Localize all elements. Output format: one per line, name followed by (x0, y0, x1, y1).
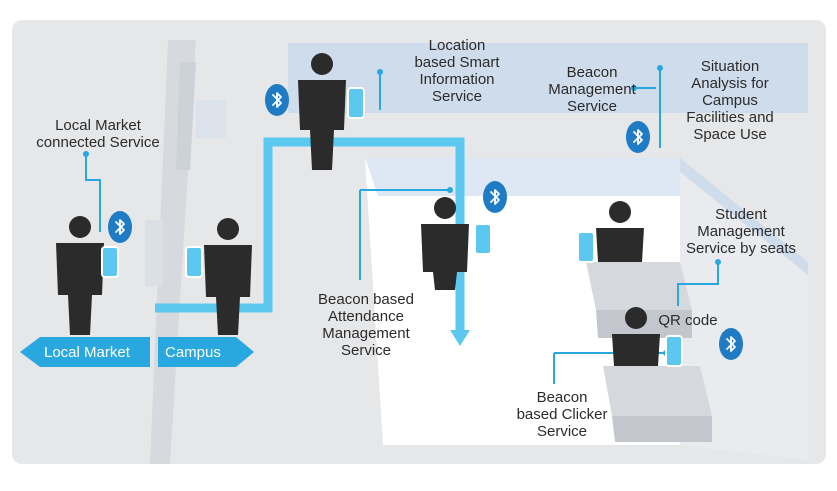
desk-front (603, 366, 712, 416)
local-market-arrow-label: Local Market (44, 344, 130, 361)
label-line: Student (715, 206, 767, 223)
label-line: Beacon (566, 64, 618, 81)
path-arrowhead (450, 330, 470, 346)
campus-arrow (158, 337, 254, 367)
label-line: Service (536, 423, 588, 440)
person-icon-local-market (56, 216, 119, 335)
person-icon-classroom-entry (421, 197, 492, 290)
person-icon-campus (185, 218, 252, 335)
label-line: Service (431, 88, 483, 105)
qr-code-label: QR code (658, 312, 718, 329)
person-icon-back-seat (577, 201, 644, 263)
label-line: Attendance (328, 308, 404, 325)
label-line: Beacon based (318, 291, 414, 308)
label-line: Management (322, 325, 410, 342)
campus-arrow-label: Campus (165, 344, 221, 361)
local-market-arrow (20, 337, 150, 367)
label-line: based Clicker (516, 406, 608, 423)
bluetooth-beacon-icon (719, 328, 743, 360)
local-market-service-label: Local Market connected Service (28, 117, 168, 151)
person-icon-corridor (298, 53, 365, 170)
attendance-service-label: Beacon based Attendance Management Servi… (304, 291, 428, 359)
clicker-service-label: Beacon based Clicker Service (506, 389, 618, 440)
student-management-service-label: Student Management Service by seats (676, 206, 806, 257)
label-line: Service (566, 98, 618, 115)
classroom-side-wall (680, 158, 808, 460)
classroom-back-wall (365, 158, 680, 196)
beacon-management-service-label: Beacon Management Service (540, 64, 644, 115)
label-line: Campus (702, 92, 758, 109)
situation-analysis-label: Situation Analysis for Campus Facilities… (664, 58, 796, 143)
bluetooth-beacon-icon (265, 84, 289, 116)
bluetooth-beacon-icon (483, 181, 507, 213)
label-line: Management (697, 223, 785, 240)
label-line: Service by seats (685, 240, 797, 257)
label-line: based Smart (414, 54, 500, 71)
label-line: Analysis for (691, 75, 769, 92)
label-line: Service (340, 342, 392, 359)
person-icon-front-seat (612, 307, 683, 367)
label-line: Information (419, 71, 495, 88)
label-line: Location (428, 37, 486, 54)
label-line: Local Market (55, 117, 141, 134)
label-line: connected Service (36, 134, 160, 151)
desk-back (586, 262, 692, 310)
label-line: Beacon (536, 389, 588, 406)
bluetooth-beacon-icon (108, 211, 132, 243)
label-line: Facilities and (686, 109, 774, 126)
label-line: Management (548, 81, 636, 98)
label-line: Space Use (693, 126, 767, 143)
smart-info-service-label: Location based Smart Information Service (392, 37, 522, 105)
bluetooth-beacon-icon (626, 121, 650, 153)
label-line: Situation (700, 58, 760, 75)
